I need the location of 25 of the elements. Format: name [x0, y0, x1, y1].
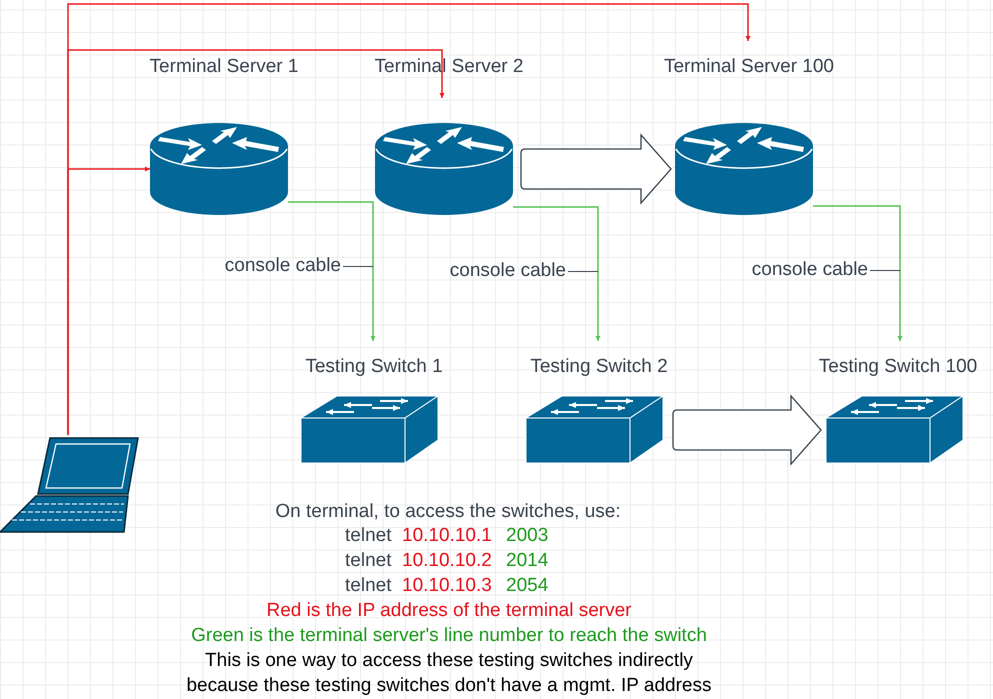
ip-address: 10.10.10.2 [402, 549, 492, 573]
line-number: 2014 [506, 549, 548, 573]
command-text: telnet [345, 524, 392, 548]
device-label: Testing Switch 2 [529, 355, 669, 379]
line-number: 2003 [506, 524, 548, 548]
arrow [67, 3, 750, 435]
line-number: 2054 [506, 574, 548, 598]
note-text: Green is the terminal server's line number to reach the switch [191, 624, 707, 648]
ip-address: 10.10.10.1 [402, 524, 492, 548]
arrow [513, 206, 600, 341]
device-label: Testing Switch 1 [304, 355, 444, 379]
block-arrow [520, 134, 672, 204]
note-text: This is one way to access these testing switches indirectly [205, 649, 693, 673]
note-text: because these testing switches don't have a mgmt. IP address [186, 674, 712, 698]
arrow [288, 201, 376, 341]
device-label: Testing Switch 100 [818, 355, 978, 379]
device-label: Terminal Server 1 [148, 55, 300, 79]
note-text: Red is the IP address of the terminal server [266, 599, 632, 623]
device-label: Terminal Server 100 [662, 55, 836, 79]
ip-address: 10.10.10.3 [402, 574, 492, 598]
command-text: telnet [345, 574, 392, 598]
command-text: telnet [345, 549, 392, 573]
note-text: On terminal, to access the switches, use: [275, 500, 621, 524]
block-arrow [672, 395, 822, 465]
arrow [813, 205, 902, 341]
